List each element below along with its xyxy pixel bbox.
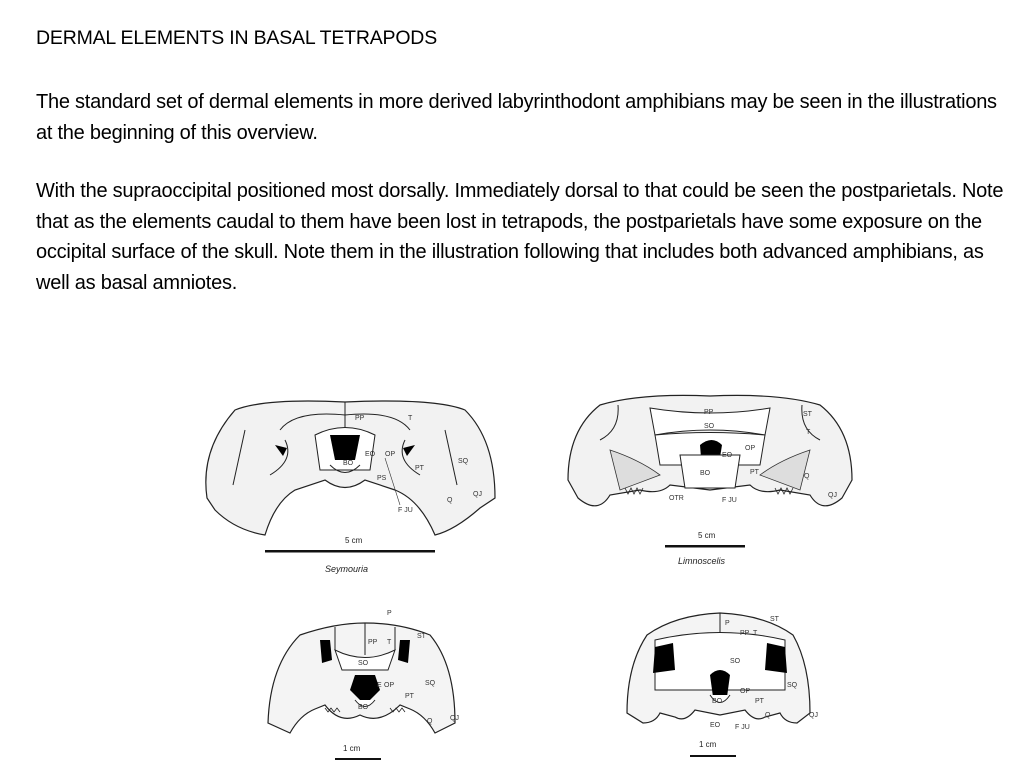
slide-title: DERMAL ELEMENTS IN BASAL TETRAPODS [36, 27, 437, 49]
label-pt: PT [750, 469, 760, 476]
label-t: T [408, 415, 413, 422]
scale-bar [335, 758, 381, 760]
label-t: T [753, 630, 758, 637]
scale-label: 1 cm [343, 744, 361, 753]
label-qj: QJ [473, 491, 482, 498]
taxon-name: Seymouria [325, 564, 368, 574]
label-t: T [806, 429, 811, 436]
label-q: Q [804, 473, 810, 480]
label-pt: PT [415, 465, 425, 472]
label-p: P [725, 620, 730, 627]
label-q: Q [447, 497, 453, 504]
label-op: OP [745, 445, 755, 452]
scale-label: 5 cm [698, 531, 716, 540]
label-bo: BO [358, 704, 369, 711]
label-fju: F JU [722, 497, 737, 504]
label-so: SO [358, 660, 369, 667]
label-qj: QJ [809, 712, 818, 719]
figure-small-skull-left: P PP T ST SO E OP SQ PT BO Q QJ 1 cm [260, 605, 475, 765]
label-pp: PP [704, 409, 714, 416]
skull-occipital-illustration: PP T EO OP BO PS PT SQ Q QJ F JU 5 cm Se… [205, 400, 496, 574]
label-e: E [377, 682, 382, 689]
label-bo: BO [700, 470, 711, 477]
label-st: ST [417, 633, 427, 640]
figure-small-skull-right: P ST PP T SO OP SQ PT BO Q QJ EO F JU 1 … [615, 605, 830, 760]
label-eo: EO [722, 452, 733, 459]
intro-paragraph: The standard set of dermal elements in m… [36, 91, 997, 144]
label-pp: PP [355, 415, 365, 422]
skull-occipital-illustration: P ST PP T SO OP SQ PT BO Q QJ EO F JU 1 … [626, 612, 818, 757]
label-fju: F JU [398, 507, 413, 514]
label-so: SO [730, 658, 741, 665]
skull-occipital-illustration: PP SO ST T OP EO BO PT Q QJ OTR F JU 5 c… [567, 394, 853, 566]
label-qj: QJ [828, 492, 837, 499]
scale-bar [265, 550, 435, 553]
scale-bar [665, 545, 745, 548]
label-q: Q [427, 718, 433, 725]
label-so: SO [704, 423, 715, 430]
label-st: ST [803, 411, 813, 418]
label-bo: BO [343, 460, 354, 467]
label-pp: PP [740, 630, 750, 637]
skull-occipital-illustration: P PP T ST SO E OP SQ PT BO Q QJ 1 cm [267, 610, 459, 760]
label-t: T [387, 639, 392, 646]
taxon-name: Limnoscelis [678, 556, 726, 566]
label-op: OP [740, 688, 750, 695]
label-sq: SQ [458, 458, 469, 465]
label-bo: BO [712, 698, 723, 705]
label-op: OP [384, 682, 394, 689]
postparietal-paragraph: With the supraoccipital positioned most … [36, 180, 1004, 294]
label-st: ST [770, 616, 780, 623]
label-op: OP [385, 451, 395, 458]
label-pp: PP [368, 639, 378, 646]
label-ps: PS [377, 475, 387, 482]
label-eo: EO [365, 451, 376, 458]
label-qj: QJ [450, 715, 459, 722]
scale-bar [690, 755, 736, 757]
label-sq: SQ [787, 682, 798, 689]
figure-limnoscelis: PP SO ST T OP EO BO PT Q QJ OTR F JU 5 c… [560, 390, 860, 575]
label-pt: PT [405, 693, 415, 700]
label-eo: EO [710, 722, 721, 729]
figure-seymouria: PP T EO OP BO PS PT SQ Q QJ F JU 5 cm Se… [195, 390, 505, 580]
scale-label: 1 cm [699, 740, 717, 749]
scale-label: 5 cm [345, 536, 363, 545]
label-q: Q [765, 712, 771, 719]
label-otr: OTR [669, 495, 684, 502]
label-p: P [387, 610, 392, 617]
label-fju: F JU [735, 724, 750, 731]
label-sq: SQ [425, 680, 436, 687]
label-pt: PT [755, 698, 765, 705]
